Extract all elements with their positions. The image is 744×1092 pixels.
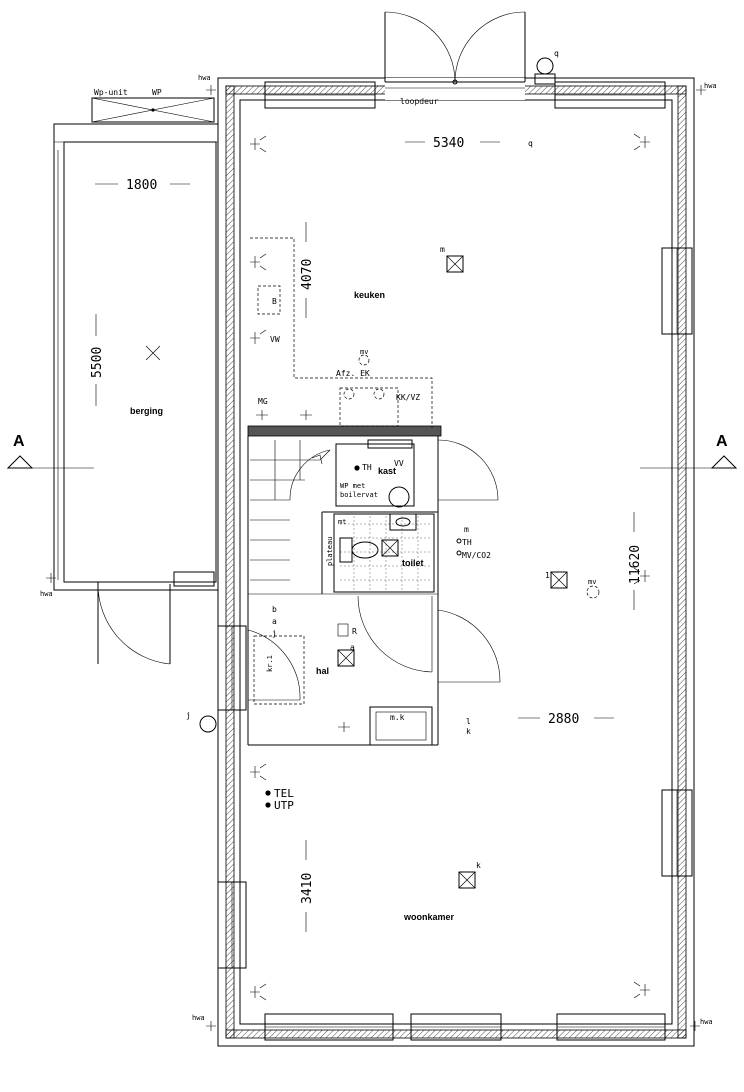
- label-j-outside: j: [186, 711, 191, 720]
- label-q-inner: q: [528, 139, 533, 148]
- label-q-top: q: [554, 49, 559, 58]
- label-wp-unit: Wp-unit: [94, 88, 128, 97]
- room-keuken: keuken: [354, 290, 385, 300]
- inner-core: [247, 425, 501, 746]
- label-k-woonkamer: k: [476, 861, 481, 870]
- label-th-hal: TH: [462, 538, 472, 547]
- label-mv-co2: MV/CO2: [462, 551, 491, 560]
- room-hal: hal: [316, 666, 329, 676]
- label-mv-woonkamer: mv: [588, 578, 596, 586]
- section-markers: [6, 455, 738, 469]
- dimension-lines: [95, 141, 635, 932]
- label-j-hal: j: [272, 629, 277, 638]
- berging-structure: [53, 97, 219, 665]
- label-hwa-berging: hwa: [40, 590, 53, 598]
- label-plateau: plateau: [326, 536, 334, 566]
- dimension-11620: 11620: [628, 545, 643, 584]
- bottom-windows: [264, 1013, 666, 1041]
- dimension-1800: 1800: [126, 178, 157, 193]
- section-a-left: A: [13, 433, 25, 450]
- label-mv-keuken: mv: [360, 348, 368, 356]
- dimension-2880: 2880: [548, 712, 579, 727]
- dimension-5500: 5500: [90, 347, 105, 378]
- label-a-lamp: a: [350, 643, 355, 652]
- label-hwa-top-right: hwa: [704, 82, 717, 90]
- label-mk: m.k: [390, 713, 405, 722]
- label-afz-ek: Afz. EK: [336, 369, 370, 378]
- label-b-box: B: [272, 297, 277, 306]
- label-vw: VW: [270, 335, 280, 344]
- label-a-hal: a: [272, 617, 277, 626]
- label-th-kast: TH: [362, 463, 372, 472]
- label-vv: VV: [394, 459, 404, 468]
- dimension-5340: 5340: [433, 136, 464, 151]
- label-kk-vz: KK/VZ: [396, 393, 420, 402]
- dimension-3410: 3410: [300, 873, 315, 904]
- light-fixtures: [343, 255, 600, 889]
- room-kast: kast: [378, 466, 396, 476]
- label-wp: WP: [152, 88, 162, 97]
- label-loopdeur: loopdeur: [400, 97, 439, 106]
- label-one-woonkamer: 1: [545, 571, 550, 580]
- label-wp-met: WP met: [340, 482, 365, 490]
- label-m-keuken: m: [440, 245, 445, 254]
- kitchen-dashed: [250, 237, 433, 428]
- top-openings: [264, 11, 666, 109]
- exterior-walls: [217, 77, 695, 1047]
- hwa-markers: [46, 85, 706, 1031]
- label-k-hal: k: [466, 727, 471, 736]
- dimension-4070: 4070: [300, 259, 315, 290]
- outlets: [250, 133, 650, 1001]
- label-kr1: kr.1: [266, 655, 274, 672]
- label-mg: MG: [258, 397, 268, 406]
- room-berging: berging: [130, 406, 163, 416]
- right-windows: [661, 247, 693, 877]
- left-wall-openings: [199, 625, 247, 969]
- label-utp: UTP: [274, 799, 294, 812]
- label-r: R: [352, 627, 357, 636]
- label-hwa-bottom-left: hwa: [192, 1014, 205, 1022]
- label-tel: TEL: [274, 787, 294, 800]
- label-m-hal: m: [464, 525, 469, 534]
- room-toilet: toilet: [402, 558, 424, 568]
- label-hwa-top-left: hwa: [198, 74, 211, 82]
- section-a-right: A: [716, 433, 728, 450]
- label-boilervat: boilervat: [340, 491, 378, 499]
- label-l: l: [466, 717, 471, 726]
- room-woonkamer: woonkamer: [403, 912, 455, 922]
- label-mt: mt: [338, 518, 346, 526]
- label-b-hal: b: [272, 605, 277, 614]
- label-hwa-bottom-right: hwa: [700, 1018, 713, 1026]
